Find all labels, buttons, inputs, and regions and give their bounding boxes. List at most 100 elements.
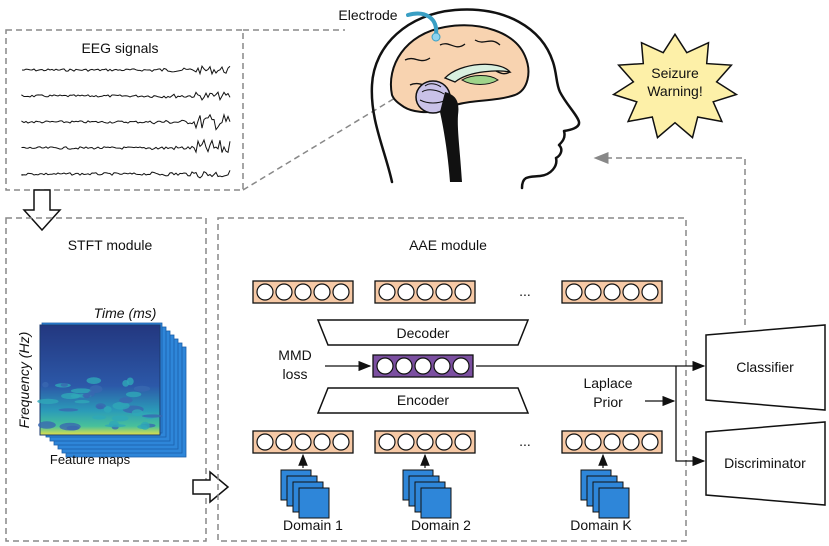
classifier-head: Classifier [705, 324, 826, 411]
vector-node [397, 433, 415, 451]
latent-to-discriminator-arrow [675, 366, 706, 467]
spectrogram-blob [104, 424, 126, 428]
eeg-trace [21, 138, 231, 154]
vector-node [452, 357, 470, 375]
spectrogram-blob [103, 406, 112, 413]
spectrogram-blob [122, 380, 130, 387]
vector-node [332, 433, 350, 451]
vector-node [256, 433, 274, 451]
top-ellipsis: ... [519, 283, 531, 299]
spectrogram-blob [38, 421, 56, 429]
encoder-block [316, 387, 530, 414]
classifier-block [705, 324, 826, 411]
vector-node [313, 433, 331, 451]
stft-caption: Feature maps [50, 452, 131, 467]
spectrogram-blob [96, 405, 104, 410]
vector-node [603, 283, 621, 301]
warning-line2: Warning! [647, 83, 703, 99]
vector-node [435, 283, 453, 301]
vector-node [641, 283, 659, 301]
corpus-callosum [443, 63, 512, 83]
vector-node [332, 283, 350, 301]
spectrogram-blob [89, 385, 103, 394]
domain-sample [298, 487, 330, 519]
warning-line1: Seizure [651, 65, 699, 81]
eeg-to-stft-arrow [22, 189, 62, 232]
electrode-tip [431, 32, 441, 42]
spectrogram-blob [74, 400, 90, 404]
vector-node [378, 433, 396, 451]
latent-vector [372, 354, 474, 378]
vector-node [275, 283, 293, 301]
domain-sample [420, 487, 452, 519]
domain-stack-3 [580, 453, 630, 519]
spectrogram-blob [70, 394, 80, 399]
aae-title: AAE module [409, 237, 487, 253]
vector-node [313, 283, 331, 301]
bottom-ellipsis: ... [519, 433, 531, 449]
spectrogram-blob [131, 409, 143, 417]
head-illustration: Electrode [338, 7, 581, 190]
vector-node [435, 433, 453, 451]
reconstructed-vector [561, 280, 663, 304]
discriminator-head: Discriminator [705, 421, 826, 506]
spectrogram-blob [42, 381, 49, 388]
domain-label-1: Domain 1 [283, 517, 343, 533]
vector-node [397, 283, 415, 301]
latent-code [372, 354, 474, 378]
warning-burst-shape [611, 32, 739, 139]
vector-node [603, 433, 621, 451]
eeg-panel-border [5, 29, 244, 191]
vector-node [454, 433, 472, 451]
brainstem [440, 92, 462, 182]
discriminator-label: Discriminator [724, 455, 806, 471]
vector-node [584, 283, 602, 301]
vector-node [256, 283, 274, 301]
spectrogram-blob [82, 393, 90, 398]
vector-node [294, 433, 312, 451]
vector-node [584, 433, 602, 451]
feedback-arrow [593, 152, 746, 325]
spectrogram-stack [37, 322, 187, 458]
vector-node [416, 283, 434, 301]
domain-stack-2 [402, 453, 452, 519]
spectrogram-blob [112, 402, 130, 410]
spectrogram-blob [58, 408, 79, 412]
laplace-label-line1: Laplace [583, 375, 632, 391]
vector-node [376, 357, 394, 375]
domain-stack-1 [280, 453, 330, 519]
spectrogram-blob [142, 414, 163, 418]
vector-node [416, 433, 434, 451]
mmd-label-line1: MMD [278, 347, 311, 363]
spectrogram-blob [86, 377, 102, 384]
eeg-trace [21, 91, 231, 102]
aae-panel: AAE module ... Decoder MMD loss Encoder … [217, 217, 687, 542]
vector-node [395, 357, 413, 375]
classifier-label: Classifier [736, 359, 794, 375]
encoder-label: Encoder [397, 392, 449, 408]
zoom-line-bottom [242, 97, 396, 191]
electrode [406, 11, 439, 37]
spectrogram-blob [92, 415, 107, 420]
spectrogram-blob [111, 415, 129, 422]
eeg-trace [21, 64, 231, 76]
head-outline [370, 8, 581, 190]
eeg-traces [21, 64, 231, 179]
input-feature-vector [561, 430, 663, 454]
reconstructed-vectors [252, 280, 663, 304]
vector-node [565, 433, 583, 451]
vector-node [294, 283, 312, 301]
vector-node [622, 283, 640, 301]
aae-panel-border [217, 217, 687, 542]
input-feature-vector [252, 430, 354, 454]
domain-label-k: Domain K [570, 517, 632, 533]
spectrogram-blob [119, 397, 133, 404]
spectrogram-blob [60, 383, 68, 387]
domain-stacks [280, 453, 630, 519]
laplace-label-line2: Prior [593, 394, 623, 410]
spectrogram-blob [70, 388, 92, 394]
domain-sample [598, 487, 630, 519]
reconstructed-vector [374, 280, 476, 304]
eeg-trace [21, 170, 231, 179]
